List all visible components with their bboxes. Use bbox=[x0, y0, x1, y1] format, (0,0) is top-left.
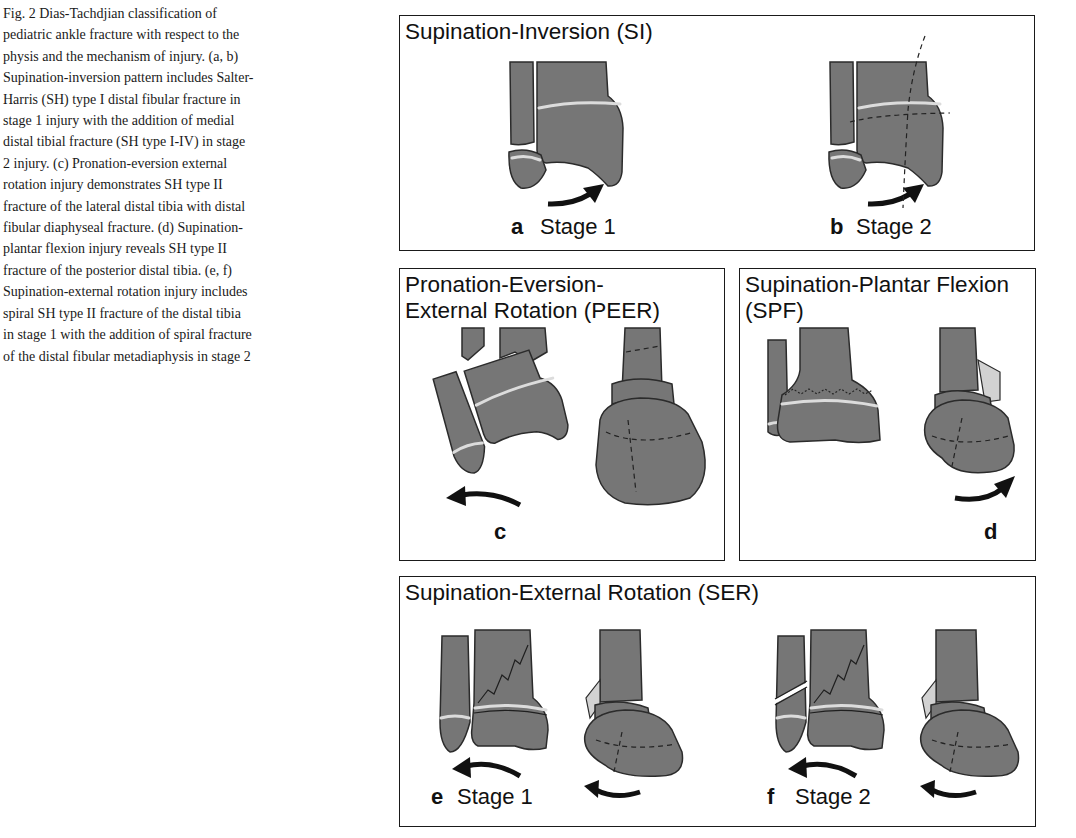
si-stage1-bones bbox=[509, 62, 623, 204]
si-stage2-fracture-lines bbox=[850, 36, 950, 208]
si-stage2-bones bbox=[829, 62, 943, 204]
spf-lateral-bones bbox=[925, 328, 1015, 499]
ser-stage2-bones bbox=[776, 630, 1019, 798]
panel-box: Supination-Plantar Flexion (SPF) bbox=[739, 268, 1036, 561]
peer-lateral-bones bbox=[596, 328, 705, 505]
panel-letter: e bbox=[431, 786, 443, 808]
panel-title: Supination-Inversion (SI) bbox=[400, 16, 1005, 45]
stage-label: Stage 2 bbox=[795, 786, 871, 808]
peer-ap-bones bbox=[429, 328, 575, 506]
panel-letter: a bbox=[511, 216, 523, 238]
panel-title: Pronation-Eversion- External Rotation (P… bbox=[400, 269, 673, 324]
panel-letter: c bbox=[494, 521, 506, 543]
ser-stage1-bones bbox=[440, 630, 683, 798]
panel-letter: b bbox=[830, 216, 843, 238]
ser-stage2-fibula-fracture bbox=[774, 681, 808, 705]
panel-box: Supination-Inversion (SI) bbox=[399, 15, 1035, 251]
figure-caption: Fig. 2 Dias-Tachdjian classification of … bbox=[3, 3, 255, 367]
stage-label: Stage 2 bbox=[856, 216, 932, 238]
panel-title: Supination-Plantar Flexion (SPF) bbox=[740, 269, 1032, 324]
panel-letter: d bbox=[984, 521, 997, 543]
panel-box: Pronation-Eversion- External Rotation (P… bbox=[399, 268, 725, 561]
stage-label: Stage 1 bbox=[457, 786, 533, 808]
panel-title: Supination-External Rotation (SER) bbox=[400, 577, 1005, 606]
panel-letter: f bbox=[767, 786, 774, 808]
stage-label: Stage 1 bbox=[540, 216, 616, 238]
spf-ap-bones bbox=[768, 328, 880, 443]
